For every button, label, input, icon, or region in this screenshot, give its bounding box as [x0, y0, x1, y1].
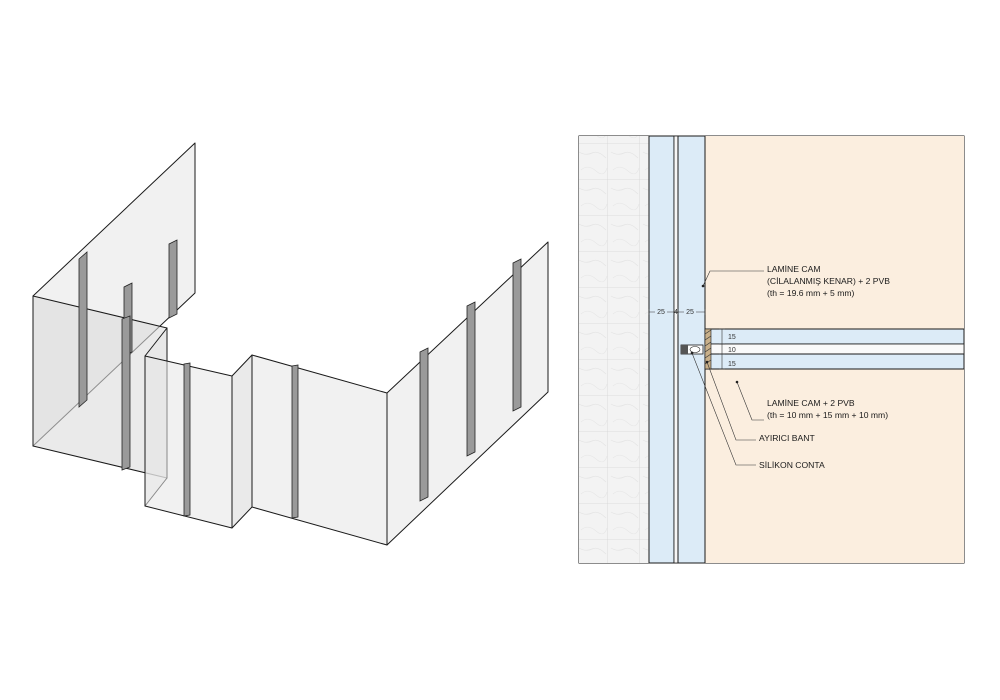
horizontal-glass-layer-1 — [704, 328, 965, 345]
vertical-glass-pane-1 — [648, 135, 675, 564]
fin — [291, 364, 299, 519]
callout-laminated-glass: LAMİNE CAM (CİLALANMIŞ KENAR) + 2 PVB (t… — [767, 264, 892, 298]
vertical-dimensions: 15 10 15 — [719, 328, 736, 370]
dim-label: 4 — [674, 309, 678, 316]
fin — [419, 347, 429, 502]
seal-backer — [681, 345, 688, 354]
pvb-interlayer — [673, 135, 679, 564]
fin — [512, 258, 522, 412]
leader-lines — [690, 270, 764, 466]
dim-label: 25 — [657, 309, 665, 316]
dim-label: 15 — [728, 361, 736, 368]
fin — [466, 301, 476, 457]
horizontal-dimensions: 25 4 25 — [648, 307, 706, 316]
spacer-tape — [704, 328, 712, 370]
horizontal-glass-layer-2 — [704, 353, 965, 370]
fin — [78, 251, 88, 408]
horizontal-glass-interlayer — [704, 343, 965, 355]
dim-label: 10 — [728, 347, 736, 354]
callout-silicone-seal: SİLİKON CONTA — [759, 460, 825, 470]
fin — [183, 362, 191, 517]
marble-wall — [579, 136, 649, 563]
callout-spacer-tape: AYIRICI BANT — [759, 433, 815, 443]
glass-panel-front-step — [231, 354, 253, 529]
dim-label: 25 — [686, 309, 694, 316]
fin — [168, 239, 178, 319]
glass-fins — [78, 239, 522, 519]
isometric-glass-partition — [32, 142, 549, 546]
callout-laminated-glass-pvb: LAMİNE CAM + 2 PVB (th = 10 mm + 15 mm +… — [767, 398, 888, 420]
dim-label: 15 — [728, 334, 736, 341]
fin — [121, 315, 131, 471]
plan-detail: 25 4 25 15 10 15 LAMİNE C — [578, 135, 965, 564]
glass-panel-front-2 — [251, 354, 388, 546]
